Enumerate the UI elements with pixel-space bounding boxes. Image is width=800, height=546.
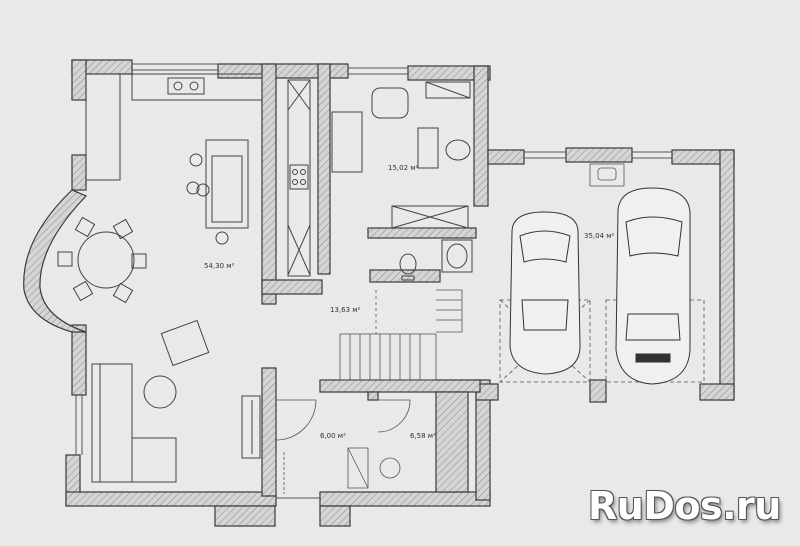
study-furniture (331, 81, 471, 229)
area-study: 15,02 м² (388, 164, 419, 172)
windows (75, 63, 672, 499)
bathroom-fixtures (399, 239, 473, 281)
area-garage: 35,04 м² (584, 232, 615, 240)
area-labels: 54,30 м² 15,02 м² 13,63 м² 35,04 м² 6,00… (204, 164, 615, 440)
car-left (509, 211, 581, 375)
doors (275, 399, 411, 494)
living-furniture (91, 319, 261, 483)
area-living: 54,30 м² (204, 262, 235, 270)
stairs (339, 289, 463, 381)
area-room-a: 6,00 м² (320, 432, 346, 440)
dining-table (57, 216, 147, 304)
area-hall: 13,63 м² (330, 306, 361, 314)
car-right (615, 187, 691, 385)
kitchen (85, 73, 311, 277)
area-room-b: 6,58 м² (410, 432, 436, 440)
bay-window-wall (23, 189, 88, 333)
site-watermark: RuDos.ru (588, 484, 781, 528)
